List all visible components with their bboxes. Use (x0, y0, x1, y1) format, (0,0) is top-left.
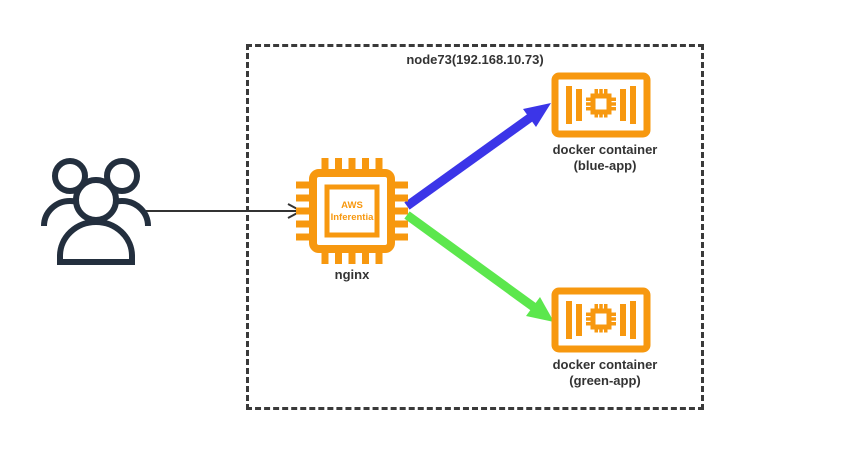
green-app-label-line2: (green-app) (569, 373, 641, 388)
users-group-icon (41, 158, 151, 265)
docker-container-icon-green-app (551, 287, 651, 353)
node-label: node73(192.168.10.73) (406, 52, 544, 67)
chip-text-line1: AWS (341, 200, 363, 211)
green-app-label: docker container (green-app) (535, 357, 675, 389)
blue-app-label-line2: (blue-app) (573, 158, 637, 173)
aws-inferentia-chip-icon: AWS Inferentia (296, 158, 408, 264)
chip-text-line2: Inferentia (331, 212, 374, 223)
node-boundary-box (246, 44, 704, 410)
blue-app-label: docker container (blue-app) (535, 142, 675, 174)
docker-container-icon-blue-app (551, 72, 651, 138)
green-app-label-line1: docker container (552, 357, 658, 372)
blue-app-label-line1: docker container (552, 142, 658, 157)
nginx-label: nginx (334, 267, 370, 282)
